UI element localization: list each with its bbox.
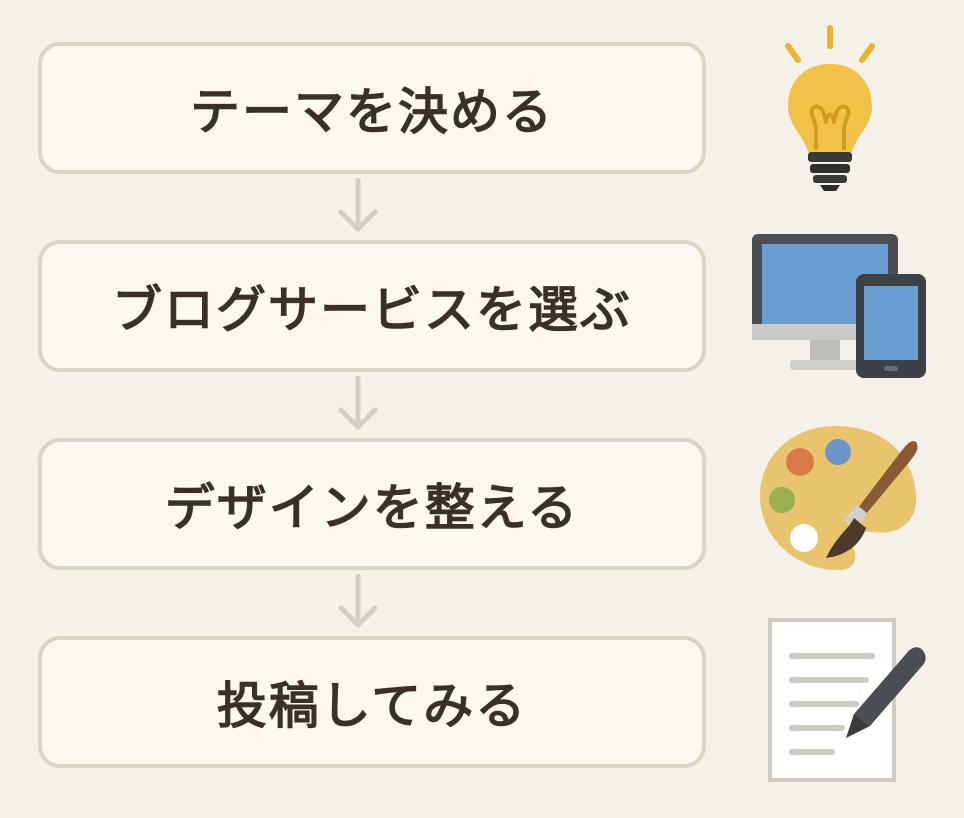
devices-icon xyxy=(752,234,926,378)
document-pen-icon xyxy=(768,618,926,782)
step-1-label: テーマを決める xyxy=(190,83,554,141)
step-2-box: ブログサービスを選ぶ xyxy=(38,240,706,372)
step-3-box: デザインを整える xyxy=(38,438,706,570)
lightbulb-icon xyxy=(785,25,875,191)
step-1-box: テーマを決める xyxy=(38,42,706,174)
step-4-box: 投稿してみる xyxy=(38,636,706,768)
step-4-label: 投稿してみる xyxy=(216,677,528,735)
palette-icon xyxy=(760,426,918,570)
down-arrow-icon xyxy=(338,178,378,232)
step-3-label: デザインを整える xyxy=(164,479,580,537)
down-arrow-icon xyxy=(338,574,378,628)
down-arrow-icon xyxy=(338,376,378,430)
step-2-label: ブログサービスを選ぶ xyxy=(112,281,632,339)
